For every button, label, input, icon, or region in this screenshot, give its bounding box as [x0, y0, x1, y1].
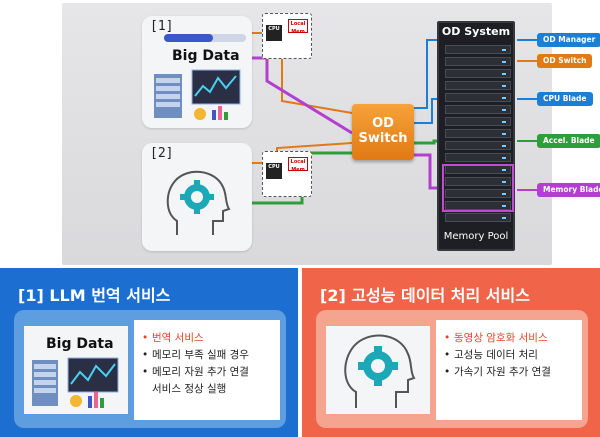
- memory-pool-label: Memory Pool: [443, 231, 509, 242]
- llm-service-panel: [1] LLM 번역 서비스 Big Data: [0, 268, 298, 437]
- cpu-chip: CPU: [266, 25, 282, 41]
- bigdata-card: [1] Big Data: [142, 16, 252, 128]
- rack-blade: [445, 69, 511, 78]
- memory-blade-highlight: [442, 164, 514, 212]
- panel1-content: Big Data •번역 서비스 •메모리 부족 실패 경우: [14, 310, 286, 428]
- tag-1: [1]: [150, 19, 174, 34]
- rack-blade: [445, 213, 511, 222]
- bigdata-image: Big Data: [24, 326, 128, 414]
- head-gear-icon: [166, 170, 231, 235]
- compute-node-1: CPU Local Mem: [262, 13, 312, 59]
- rack-blade: [445, 129, 511, 138]
- tag-2: [2]: [150, 146, 174, 161]
- line-switch-manager: [414, 39, 442, 109]
- line-node1-mem: [252, 56, 353, 135]
- list-item: •메모리 자원 추가 연결: [142, 366, 249, 378]
- rack-blade: [445, 57, 511, 66]
- rack-label-4: Memory Blade: [537, 183, 600, 197]
- rack-blade: [445, 189, 511, 198]
- rack-blade: [445, 177, 511, 186]
- rack-blade: [445, 81, 511, 90]
- od-system-rack: OD System Memory Pool: [437, 21, 515, 251]
- architecture-diagram: [1] Big Data [2]: [62, 3, 600, 265]
- list-item: •고성능 데이터 처리: [444, 349, 538, 361]
- progress-bar-icon: [164, 34, 246, 42]
- rack-title: OD System: [441, 25, 511, 38]
- server-rack-icon: [154, 69, 241, 120]
- list-item: 서비스 정상 실행: [152, 383, 227, 395]
- rack-blade: [445, 141, 511, 150]
- rack-blade: [445, 201, 511, 210]
- panel1-title: [1] LLM 번역 서비스: [18, 286, 171, 305]
- list-item: •메모리 부족 실패 경우: [142, 349, 249, 361]
- cpu-chip: CPU: [266, 163, 282, 179]
- rack-label-3: Accel. Blade: [537, 134, 600, 148]
- od-switch-box: OD Switch: [352, 104, 414, 160]
- panel2-content: •동영상 암호화 서비스 •고성능 데이터 처리 •가속기 자원 추가 연결: [316, 310, 588, 428]
- bigdata-title: Big Data: [172, 48, 240, 64]
- panel2-title: [2] 고성능 데이터 처리 서비스: [320, 286, 530, 305]
- panel1-list: •번역 서비스 •메모리 부족 실패 경우 •메모리 자원 추가 연결 서비스 …: [134, 320, 280, 420]
- panel2-list: •동영상 암호화 서비스 •고성능 데이터 처리 •가속기 자원 추가 연결: [436, 320, 582, 420]
- list-item: •번역 서비스: [142, 332, 204, 344]
- rack-blade: [445, 45, 511, 54]
- rack-label-0: OD Manager: [537, 33, 600, 47]
- data-processing-panel: [2] 고성능 데이터 처리 서비스 •동영상 암호화 서비스 •고성능 데이터…: [302, 268, 600, 437]
- local-mem-chip: Local Mem: [288, 157, 308, 173]
- rack-label-2: CPU Blade: [537, 92, 593, 106]
- head-gear-icon: [344, 334, 416, 408]
- local-mem-chip: Local Mem: [288, 19, 308, 35]
- list-item: •동영상 암호화 서비스: [444, 332, 548, 344]
- rack-blade: [445, 105, 511, 114]
- rack-blade: [445, 153, 511, 162]
- server-rack-icon: [32, 357, 119, 408]
- line-switch-mem: [414, 153, 442, 190]
- rack-blade: [445, 93, 511, 102]
- rack-label-1: OD Switch: [537, 54, 593, 68]
- list-item: •가속기 자원 추가 연결: [444, 366, 551, 378]
- compute-node-2: CPU Local Mem: [262, 151, 312, 197]
- llm-card: [2]: [142, 143, 252, 251]
- bigdata-image-label: Big Data: [46, 336, 114, 352]
- head-gear-image: [326, 326, 430, 414]
- rack-blade: [445, 117, 511, 126]
